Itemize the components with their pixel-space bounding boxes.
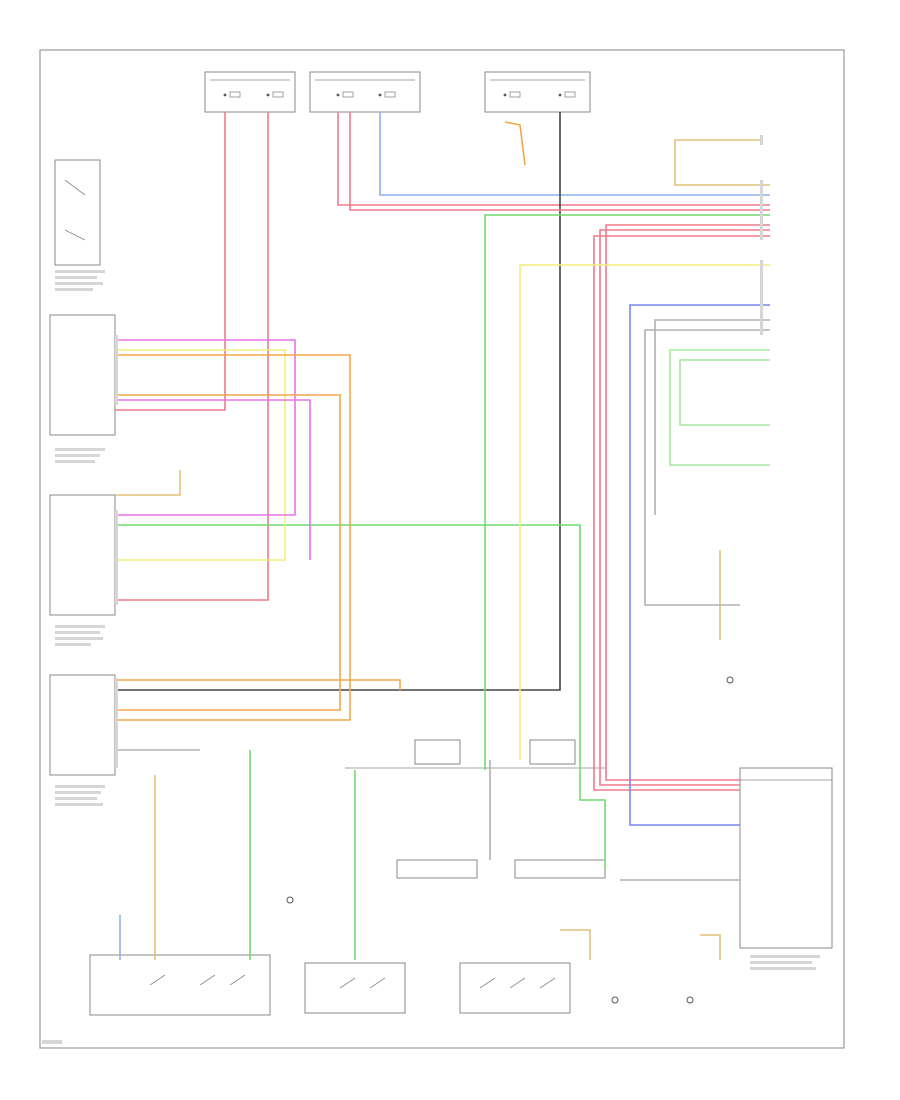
ground-icon — [286, 896, 294, 904]
module-a — [49, 314, 116, 436]
wires — [115, 112, 770, 960]
bottom-modules — [89, 954, 571, 1016]
fuse-block-2 — [309, 71, 421, 113]
fuse-row — [204, 71, 591, 113]
diagram-frame — [39, 49, 845, 1049]
right-module — [739, 767, 833, 970]
ground-symbols — [286, 676, 734, 1004]
left-label-blocks — [55, 270, 105, 806]
ground-icon — [726, 676, 734, 684]
left-switch-module — [54, 159, 101, 266]
junction-blocks — [345, 739, 606, 879]
diagram-code-marker — [42, 1040, 62, 1044]
ground-icon — [611, 996, 619, 1004]
module-c — [49, 674, 116, 776]
ground-icon — [686, 996, 694, 1004]
fuse-block-1 — [204, 71, 296, 113]
fuse-block-3 — [484, 71, 591, 113]
module-b — [49, 494, 116, 616]
connector-pins — [115, 135, 763, 768]
